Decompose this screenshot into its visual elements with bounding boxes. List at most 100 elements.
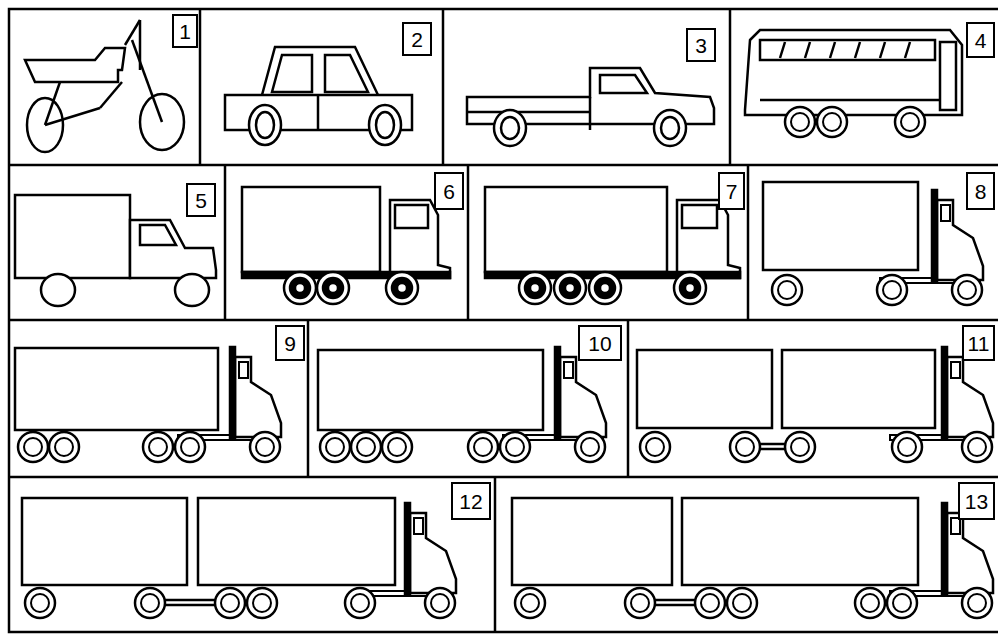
- panel-grid-part: [729, 9, 732, 165]
- single-unit-truck-part: [130, 220, 216, 278]
- class-number: 6: [443, 181, 455, 202]
- car-part: [376, 112, 394, 138]
- three-axle-truck: [242, 187, 450, 304]
- multi-trailer-truck: [512, 498, 993, 618]
- class-number-box: 8: [966, 172, 995, 210]
- three-axle-truck-part: [242, 187, 380, 272]
- semi-trailer-truck-part: [178, 347, 281, 440]
- multi-trailer-truck-part: [515, 588, 545, 618]
- single-unit-truck-part: [41, 274, 75, 306]
- car-part: [272, 55, 312, 92]
- pickup-truck-part: [654, 110, 686, 146]
- semi-trailer-truck-part: [877, 275, 907, 305]
- panel-grid-part: [9, 476, 998, 479]
- panel-grid-part: [224, 165, 227, 320]
- motorcycle: [25, 20, 184, 152]
- class-number: 9: [284, 333, 296, 354]
- semi-trailer-truck-part: [15, 348, 218, 430]
- double-trailer-truck-part: [782, 350, 935, 428]
- semi-trailer-truck-part: [772, 275, 802, 305]
- motorcycle-part: [100, 82, 122, 108]
- car: [225, 47, 412, 145]
- class-number-box: 11: [962, 325, 995, 361]
- class-number: 11: [968, 333, 990, 354]
- class-number: 4: [975, 30, 987, 51]
- car-part: [262, 47, 378, 95]
- class-number: 12: [459, 491, 482, 512]
- semi-trailer-truck-part: [175, 432, 205, 462]
- semi-trailer-truck-part: [382, 432, 412, 462]
- bus-part: [745, 30, 962, 115]
- semi-trailer-truck-part: [575, 432, 605, 462]
- semi-trailer-truck-part: [49, 432, 79, 462]
- class-number-box: 6: [434, 172, 464, 210]
- class-number-box: 9: [275, 325, 305, 361]
- class-number: 13: [965, 491, 988, 512]
- class-number: 3: [695, 35, 707, 56]
- double-trailer-truck-part: [962, 432, 992, 462]
- semi-trailer-truck-part: [143, 432, 173, 462]
- class-number: 8: [975, 181, 987, 202]
- panel-grid: [9, 9, 998, 632]
- three-axle-truck-part: [284, 272, 316, 304]
- three-axle-truck-part: [317, 272, 349, 304]
- double-trailer-truck-part: [247, 588, 277, 618]
- class-number: 7: [726, 181, 738, 202]
- double-trailer-truck-part: [198, 498, 395, 585]
- panel-grid-part: [627, 320, 630, 477]
- semi-trailer-truck: [318, 347, 606, 462]
- double-trailer-truck-part: [425, 588, 455, 618]
- class-number-box: 10: [578, 325, 622, 361]
- double-trailer-truck-part: [637, 350, 772, 428]
- pickup-truck-part: [494, 110, 526, 146]
- panel-grid-part: [442, 9, 445, 165]
- class-number-box: 4: [966, 22, 995, 58]
- three-axle-truck-part: [390, 200, 450, 278]
- semi-trailer-truck-part: [318, 350, 543, 430]
- double-trailer-truck-part: [640, 432, 670, 462]
- car-part: [249, 105, 281, 145]
- class-number-box: 13: [958, 482, 995, 520]
- panel-grid-part: [747, 165, 750, 320]
- class-number-box: 2: [402, 22, 432, 56]
- car-part: [369, 105, 401, 145]
- car-part: [317, 95, 320, 130]
- pickup-truck: [467, 68, 714, 146]
- panel-grid-part: [9, 164, 998, 167]
- panel-grid-part: [467, 165, 470, 320]
- class-number-box: 7: [718, 172, 745, 210]
- bus-part: [760, 99, 940, 102]
- double-trailer-truck-part: [730, 432, 760, 462]
- class-number-box: 1: [172, 14, 198, 48]
- panel-grid-part: [9, 319, 998, 322]
- four-axle-truck-part: [554, 272, 586, 304]
- pickup-truck-part: [589, 97, 592, 130]
- four-axle-truck-part: [682, 205, 717, 228]
- bus-part: [895, 107, 925, 137]
- four-axle-truck-part: [589, 272, 621, 304]
- semi-trailer-truck-part: [18, 432, 48, 462]
- panel-grid-part: [307, 320, 310, 477]
- semi-trailer-truck-part: [952, 275, 982, 305]
- class-number-box: 3: [686, 28, 716, 62]
- pickup-truck-part: [501, 117, 519, 139]
- car-part: [256, 112, 274, 138]
- double-trailer-truck-part: [785, 432, 815, 462]
- semi-trailer-truck-part: [468, 432, 498, 462]
- motorcycle-part: [25, 48, 125, 82]
- four-axle-truck-part: [677, 200, 740, 278]
- single-unit-truck-part: [15, 195, 130, 278]
- double-trailer-truck-part: [25, 588, 55, 618]
- motorcycle-part: [45, 82, 60, 125]
- bus-part: [940, 42, 956, 110]
- class-number-box: 12: [451, 482, 491, 520]
- three-axle-truck-part: [386, 272, 418, 304]
- single-unit-truck-part: [140, 225, 176, 245]
- double-trailer-truck-part: [353, 503, 456, 596]
- double-trailer-truck-part: [345, 588, 375, 618]
- semi-trailer-truck-part: [250, 432, 280, 462]
- multi-trailer-truck-part: [695, 588, 725, 618]
- bus-part: [785, 107, 815, 137]
- double-trailer-truck: [22, 498, 456, 618]
